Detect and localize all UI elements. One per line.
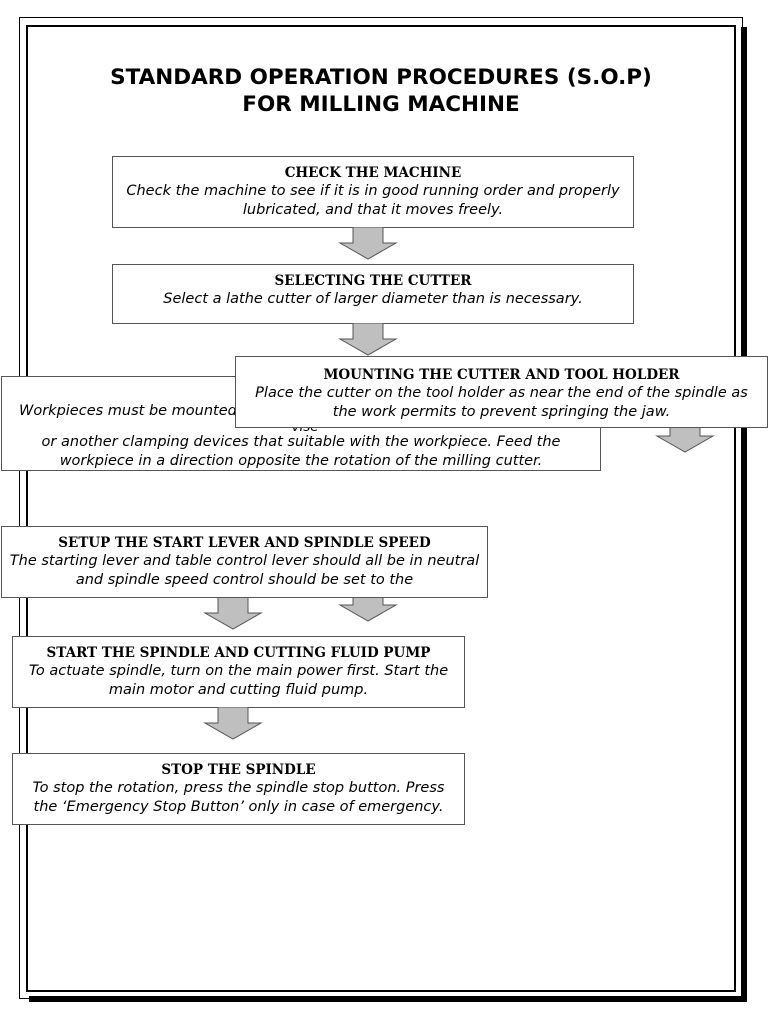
arrow-down-icon [338, 227, 398, 260]
step-heading: CHECK THE MACHINE [284, 165, 462, 181]
step-box-start-spindle: START THE SPINDLE AND CUTTING FLUID PUMP… [12, 636, 465, 708]
frame-shadow-bottom [29, 996, 747, 1002]
step-text: Select a lathe cutter of larger diameter… [163, 291, 583, 307]
step-box-mounting-cutter: MOUNTING THE CUTTER AND TOOL HOLDER Plac… [235, 356, 768, 428]
arrow-down-icon [203, 597, 263, 630]
title-line-2: FOR MILLING MACHINE [242, 92, 520, 117]
step-box-selecting-cutter: SELECTING THE CUTTER Select a lathe cutt… [112, 264, 634, 324]
step-heading: STOP THE SPINDLE [161, 762, 316, 778]
step-text: Check the machine to see if it is in goo… [126, 183, 620, 218]
step-box-stop-spindle: STOP THE SPINDLE To stop the rotation, p… [12, 753, 465, 825]
step-box-setup-start-lever: SETUP THE START LEVER AND SPINDLE SPEED … [1, 526, 488, 598]
title-line-1: STANDARD OPERATION PROCEDURES (S.O.P) [110, 65, 652, 90]
step-text-line-1: Workpieces must be mounted [19, 403, 237, 419]
step-heading: SELECTING THE CUTTER [274, 273, 472, 289]
step-text: To actuate spindle, turn on the main pow… [28, 663, 449, 698]
step-box-check-machine: CHECK THE MACHINE Check the machine to s… [112, 156, 634, 228]
step-text-line-3: or another clamping devices that suitabl… [41, 434, 561, 469]
step-text: Place the cutter on the tool holder as n… [255, 385, 748, 420]
step-heading: MOUNTING THE CUTTER AND TOOL HOLDER [323, 367, 680, 383]
arrow-down-icon [338, 323, 398, 356]
step-heading: START THE SPINDLE AND CUTTING FLUID PUMP [46, 645, 431, 661]
page-frame-inner [26, 25, 736, 992]
frame-shadow-right [741, 27, 747, 1002]
step-text: The starting lever and table control lev… [9, 553, 480, 588]
page-title: STANDARD OPERATION PROCEDURES (S.O.P) FO… [60, 64, 702, 118]
step-heading: SETUP THE START LEVER AND SPINDLE SPEED [58, 535, 431, 551]
step-text: To stop the rotation, press the spindle … [32, 780, 445, 815]
arrow-down-icon [203, 707, 263, 740]
